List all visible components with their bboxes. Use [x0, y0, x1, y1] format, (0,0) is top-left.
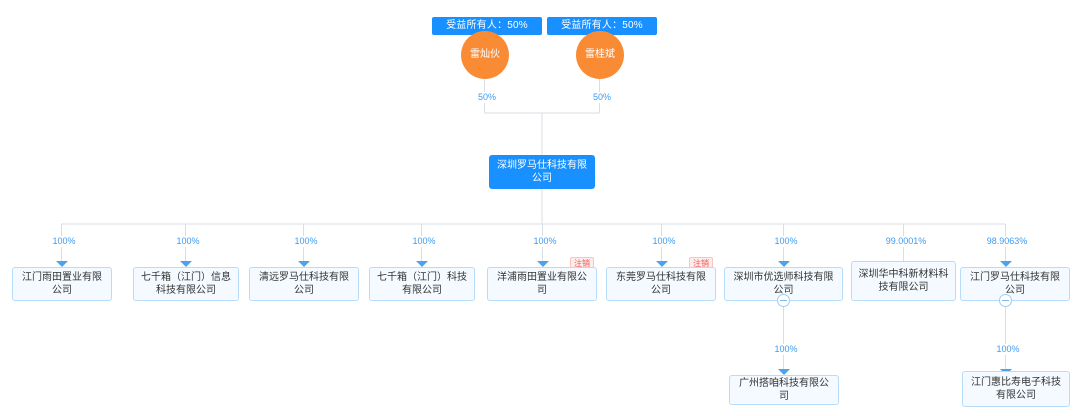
company-node-gc-1[interactable]: 江门惠比寿电子科技有限公司: [962, 371, 1070, 407]
status-badge-5: 注销: [689, 257, 713, 268]
company-node-7[interactable]: 深圳华中科新材料科技有限公司: [851, 261, 956, 301]
edge-label-7: 99.0001%: [880, 236, 932, 247]
status-badge-4: 注销: [570, 257, 594, 268]
company-node-1[interactable]: 七千箱（江门）信息科技有限公司: [133, 267, 239, 301]
owner-badge-0: 受益所有人：50%: [432, 17, 542, 35]
root-company-node[interactable]: 深圳罗马仕科技有限公司: [489, 155, 595, 189]
owner-circle-1[interactable]: 雷桂斌: [576, 31, 624, 79]
edge-label-5: 100%: [642, 236, 686, 247]
edge-label-gc-0: 100%: [764, 344, 808, 355]
company-node-gc-0[interactable]: 广州搭咱科技有限公司: [729, 375, 839, 405]
owner-edge-label-0: 50%: [468, 92, 506, 103]
owner-edge-label-1: 50%: [583, 92, 621, 103]
company-node-2[interactable]: 清远罗马仕科技有限公司: [249, 267, 359, 301]
company-node-5[interactable]: 东莞罗马仕科技有限公司: [606, 267, 716, 301]
company-node-8[interactable]: 江门罗马仕科技有限公司: [960, 267, 1070, 301]
edge-label-0: 100%: [42, 236, 86, 247]
collapse-toggle-icon-8[interactable]: [999, 294, 1012, 307]
edge-label-2: 100%: [284, 236, 328, 247]
owner-circle-0[interactable]: 雷灿伙: [461, 31, 509, 79]
collapse-toggle-icon-6[interactable]: [777, 294, 790, 307]
company-node-4[interactable]: 洋浦雨田置业有限公司: [487, 267, 597, 301]
edge-label-gc-1: 100%: [986, 344, 1030, 355]
edge-label-1: 100%: [166, 236, 210, 247]
edge-label-8: 98.9063%: [981, 236, 1033, 247]
company-node-0[interactable]: 江门雨田置业有限公司: [12, 267, 112, 301]
edge-label-4: 100%: [523, 236, 567, 247]
company-node-3[interactable]: 七千箱（江门）科技有限公司: [369, 267, 475, 301]
owner-badge-1: 受益所有人：50%: [547, 17, 657, 35]
edge-label-3: 100%: [402, 236, 446, 247]
edge-label-6: 100%: [764, 236, 808, 247]
